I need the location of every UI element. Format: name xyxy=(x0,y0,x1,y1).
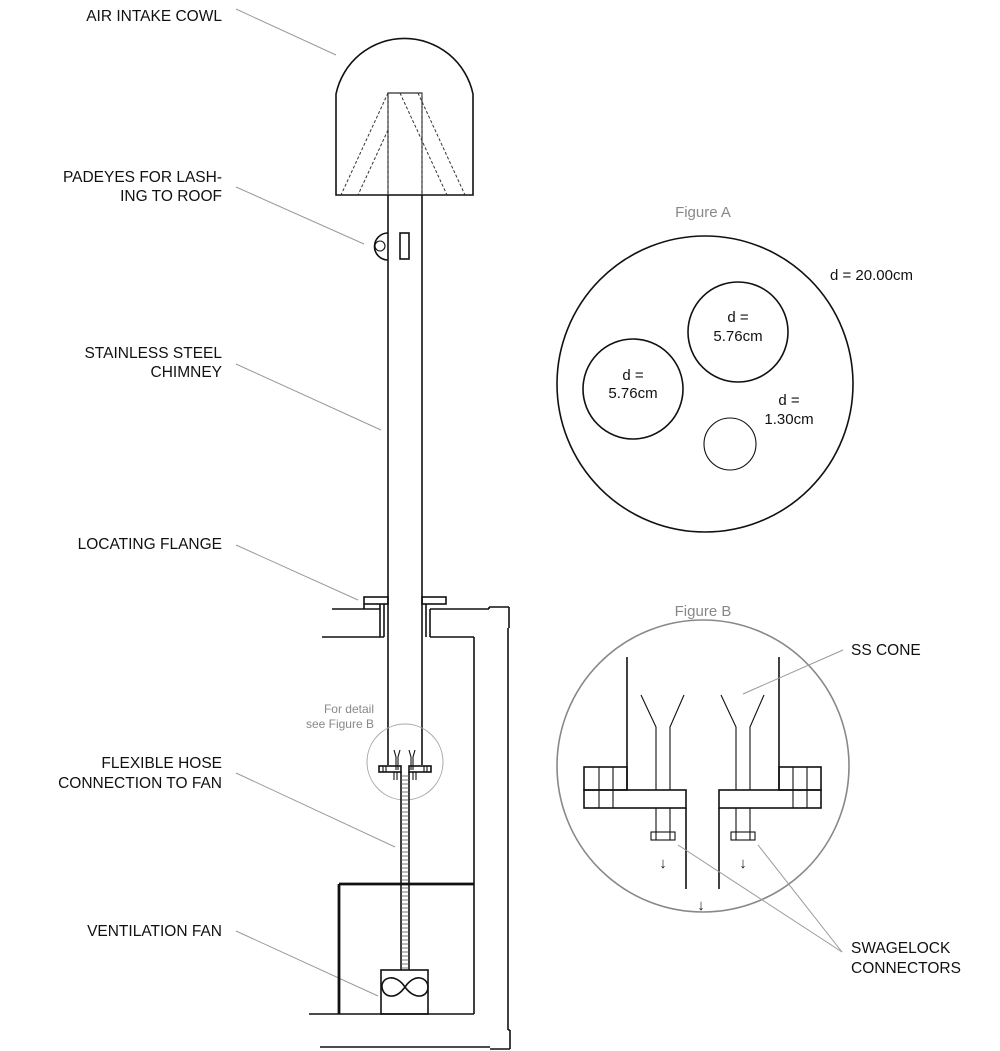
label-swagelock-line2: CONNECTORS xyxy=(851,960,961,977)
stainless-steel-chimney xyxy=(387,195,423,765)
detail-note-line2: see Figure B xyxy=(306,717,374,731)
hole-small-label-line2: 1.30cm xyxy=(764,411,813,428)
outer-circle xyxy=(556,235,854,533)
building-wall xyxy=(320,628,511,1050)
label-hose-line2: CONNECTION TO FAN xyxy=(58,775,222,792)
swagelock-connector-left xyxy=(650,831,676,841)
label-ss-cone: SS CONE xyxy=(851,642,921,659)
hole-top-label-line1: d = xyxy=(727,309,749,326)
leader-swagelock-left xyxy=(677,844,843,953)
figure-b: ↓ ↓ ↓ SS CONE SWAGELOCK CONNECTORS xyxy=(556,619,961,977)
label-chimney-line1: STAINLESS STEEL xyxy=(84,345,222,362)
ss-cone-right xyxy=(720,694,765,790)
ss-cone-left xyxy=(640,694,685,790)
flow-arrow-center: ↓ xyxy=(697,897,705,914)
label-ventilation-fan: VENTILATION FAN xyxy=(87,923,222,940)
hole-left-label-line1: d = xyxy=(622,367,644,384)
air-intake-cowl xyxy=(335,37,474,196)
outer-diameter-label: d = 20.00cm xyxy=(830,267,913,284)
flow-arrow-right: ↓ xyxy=(739,855,747,872)
flow-arrow-left: ↓ xyxy=(659,855,667,872)
hole-left-label-line2: 5.76cm xyxy=(608,385,657,402)
figure-b-title: Figure B xyxy=(675,603,732,620)
figure-a: d = 20.00cm d = 5.76cm d = 5.76cm d = 1.… xyxy=(556,235,913,533)
hole-top-label-line2: 5.76cm xyxy=(713,328,762,345)
label-hose-line1: FLEXIBLE HOSE xyxy=(101,755,222,772)
detail-circle xyxy=(556,619,850,913)
label-air-intake-cowl: AIR INTAKE COWL xyxy=(86,8,222,25)
padeyes xyxy=(373,232,410,261)
leader-hose xyxy=(235,772,396,848)
label-swagelock-line1: SWAGELOCK xyxy=(851,940,951,957)
leader-ss-cone xyxy=(742,649,844,695)
detail-note-line1: For detail xyxy=(324,702,374,716)
detail-callout: For detail see Figure B xyxy=(306,702,444,801)
leader-chimney xyxy=(235,363,382,431)
fan-enclosure xyxy=(309,882,474,1015)
hole-large-top xyxy=(687,281,789,383)
figure-a-title: Figure A xyxy=(675,204,731,221)
label-padeyes-line1: PADEYES FOR LASH- xyxy=(63,169,222,186)
label-padeyes-line2: ING TO ROOF xyxy=(120,188,222,205)
leader-locating-flange xyxy=(235,544,359,601)
leader-air-intake-cowl xyxy=(235,8,337,56)
leader-padeyes xyxy=(235,186,365,245)
hole-small-label-line1: d = xyxy=(778,392,800,409)
leader-ventilation-fan xyxy=(235,930,379,997)
label-chimney-line2: CHIMNEY xyxy=(151,364,222,381)
flexible-hose xyxy=(400,772,410,970)
leader-swagelock-right xyxy=(757,844,843,953)
ventilation-fan xyxy=(380,969,429,1015)
locating-flange xyxy=(322,596,510,1014)
hole-large-left xyxy=(582,338,684,440)
label-locating-flange: LOCATING FLANGE xyxy=(78,536,222,553)
swagelock-connector-right xyxy=(730,831,756,841)
hole-small xyxy=(703,417,757,471)
